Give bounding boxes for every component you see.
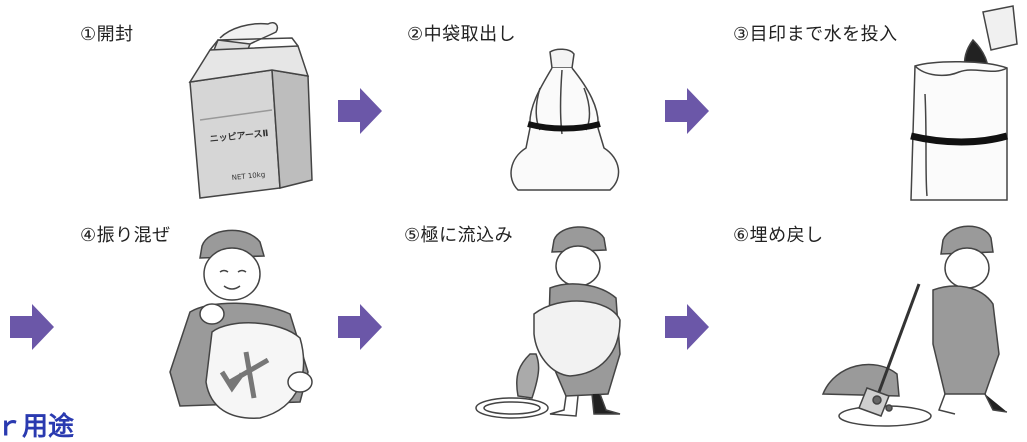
- step-3-label: ③目印まで水を投入: [733, 24, 898, 45]
- arrow-right-icon: [10, 304, 54, 350]
- shaking-illustration: [169, 229, 313, 419]
- pouring-illustration: [475, 226, 621, 419]
- step-6-label: ⑥埋め戻し: [733, 225, 824, 246]
- backfilling-illustration: [821, 225, 1008, 427]
- step-4-label: ④振り混ぜ: [80, 225, 171, 246]
- bag-net-text: NET 10kg: [231, 171, 265, 182]
- arrow-right-icon: [338, 304, 382, 350]
- step-5-label: ⑤極に流込み: [404, 225, 514, 246]
- arrow-right-icon: [665, 304, 709, 350]
- arrow-right-icon: [338, 88, 382, 134]
- adding-water-illustration: [910, 5, 1018, 201]
- step-2-label: ②中袋取出し: [407, 24, 517, 45]
- step-1-label: ①開封: [80, 24, 134, 45]
- section-heading: ｒ用途: [0, 412, 75, 442]
- bag-opening-illustration: ニッピアースⅡ NET 10kg: [188, 21, 313, 199]
- inner-bag-illustration: [510, 48, 620, 191]
- arrow-right-icon: [665, 88, 709, 134]
